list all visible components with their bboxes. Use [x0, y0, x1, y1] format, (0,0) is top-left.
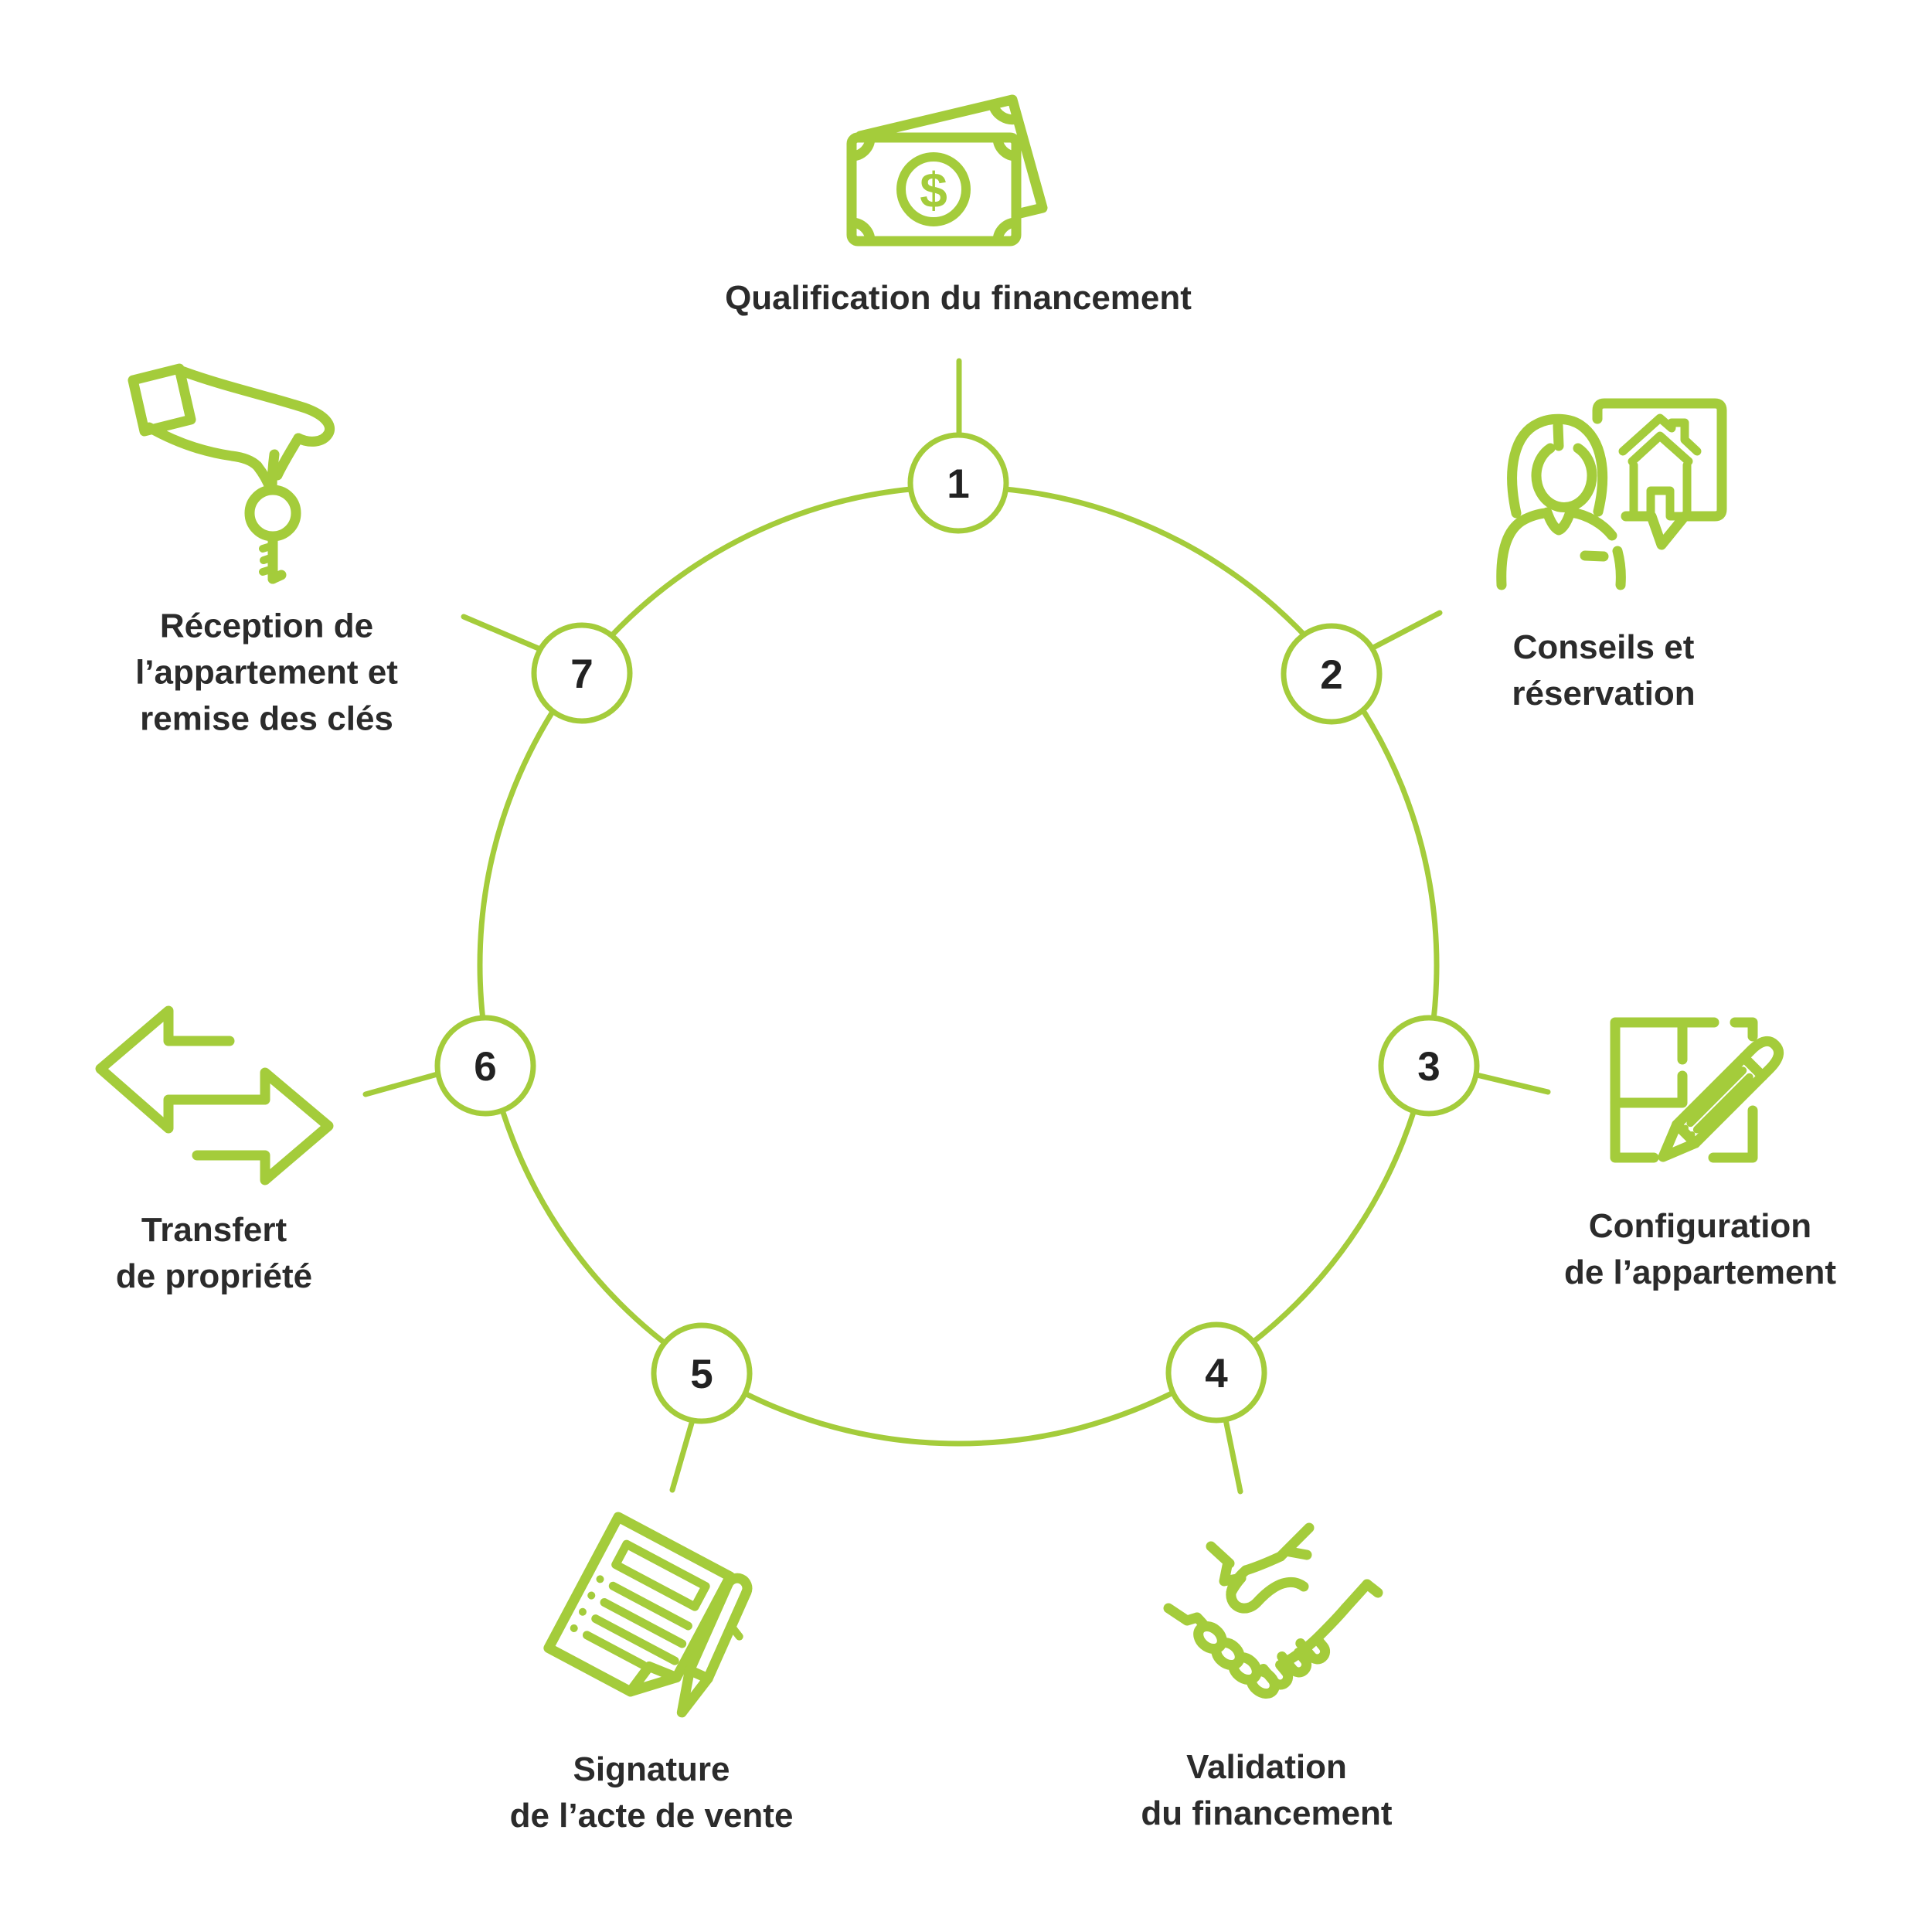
floor-plan-pencil-icon	[1610, 1017, 1784, 1163]
step-5-node	[651, 1322, 753, 1424]
cycle-ring	[477, 484, 1440, 1447]
step-2-number: 2	[1320, 652, 1342, 698]
step-6-node	[434, 1015, 536, 1117]
document-glyph	[543, 1512, 736, 1697]
step-6-number: 6	[474, 1044, 496, 1090]
document-pen-icon	[543, 1512, 753, 1718]
key-bow	[244, 485, 301, 542]
step-5-label: Signature de l’acte de vente	[509, 1750, 794, 1835]
step-1-node	[907, 432, 1009, 534]
step-5-number: 5	[690, 1352, 713, 1397]
step-7-label: Réception de l’appartement et remise des…	[135, 607, 398, 737]
step-1-number: 1	[947, 461, 969, 507]
advisor-speech-bubble-house-icon	[1496, 398, 1727, 590]
dollar-sign: $	[920, 162, 947, 218]
connector-step-4	[1223, 1417, 1243, 1495]
connector-step-7	[461, 614, 543, 652]
step-nodes: 1 2 3 4 5 6 7	[434, 432, 1480, 1424]
step-1-label: Qualification du financement	[725, 279, 1192, 318]
connector-lines	[362, 358, 1551, 1495]
pen-glyph	[676, 1573, 753, 1718]
left-arrow	[95, 1005, 270, 1134]
step-7-number: 7	[570, 651, 593, 697]
step-4-label: Validation du financement	[1141, 1748, 1393, 1832]
step-3-label: Configuration de l’appartement	[1563, 1207, 1837, 1291]
step-2-label: Conseils et réservation	[1512, 628, 1696, 713]
connector-step-6	[362, 1071, 440, 1097]
handshake-icon	[1163, 1522, 1383, 1699]
connector-step-3	[1474, 1072, 1551, 1095]
step-2-node	[1281, 623, 1383, 725]
step-6-label: Transfert de propriété	[115, 1211, 313, 1295]
step-4-node	[1165, 1321, 1267, 1423]
step-3-node	[1378, 1015, 1480, 1117]
right-arrow	[192, 1067, 334, 1185]
step-4-number: 4	[1205, 1351, 1228, 1396]
hand-keys-icon	[128, 363, 335, 584]
banknote-icon: $	[846, 94, 1048, 247]
connector-step-5	[669, 1417, 696, 1493]
step-3-number: 3	[1417, 1044, 1440, 1090]
connector-step-2	[1369, 610, 1443, 651]
knuckle-loops	[1193, 1621, 1280, 1699]
transfer-arrows-icon	[95, 1005, 334, 1185]
pencil-glyph	[1658, 1036, 1784, 1162]
step-7-node	[531, 622, 633, 724]
house-glyph	[1618, 413, 1702, 521]
fingertip-curves	[1258, 1634, 1331, 1690]
